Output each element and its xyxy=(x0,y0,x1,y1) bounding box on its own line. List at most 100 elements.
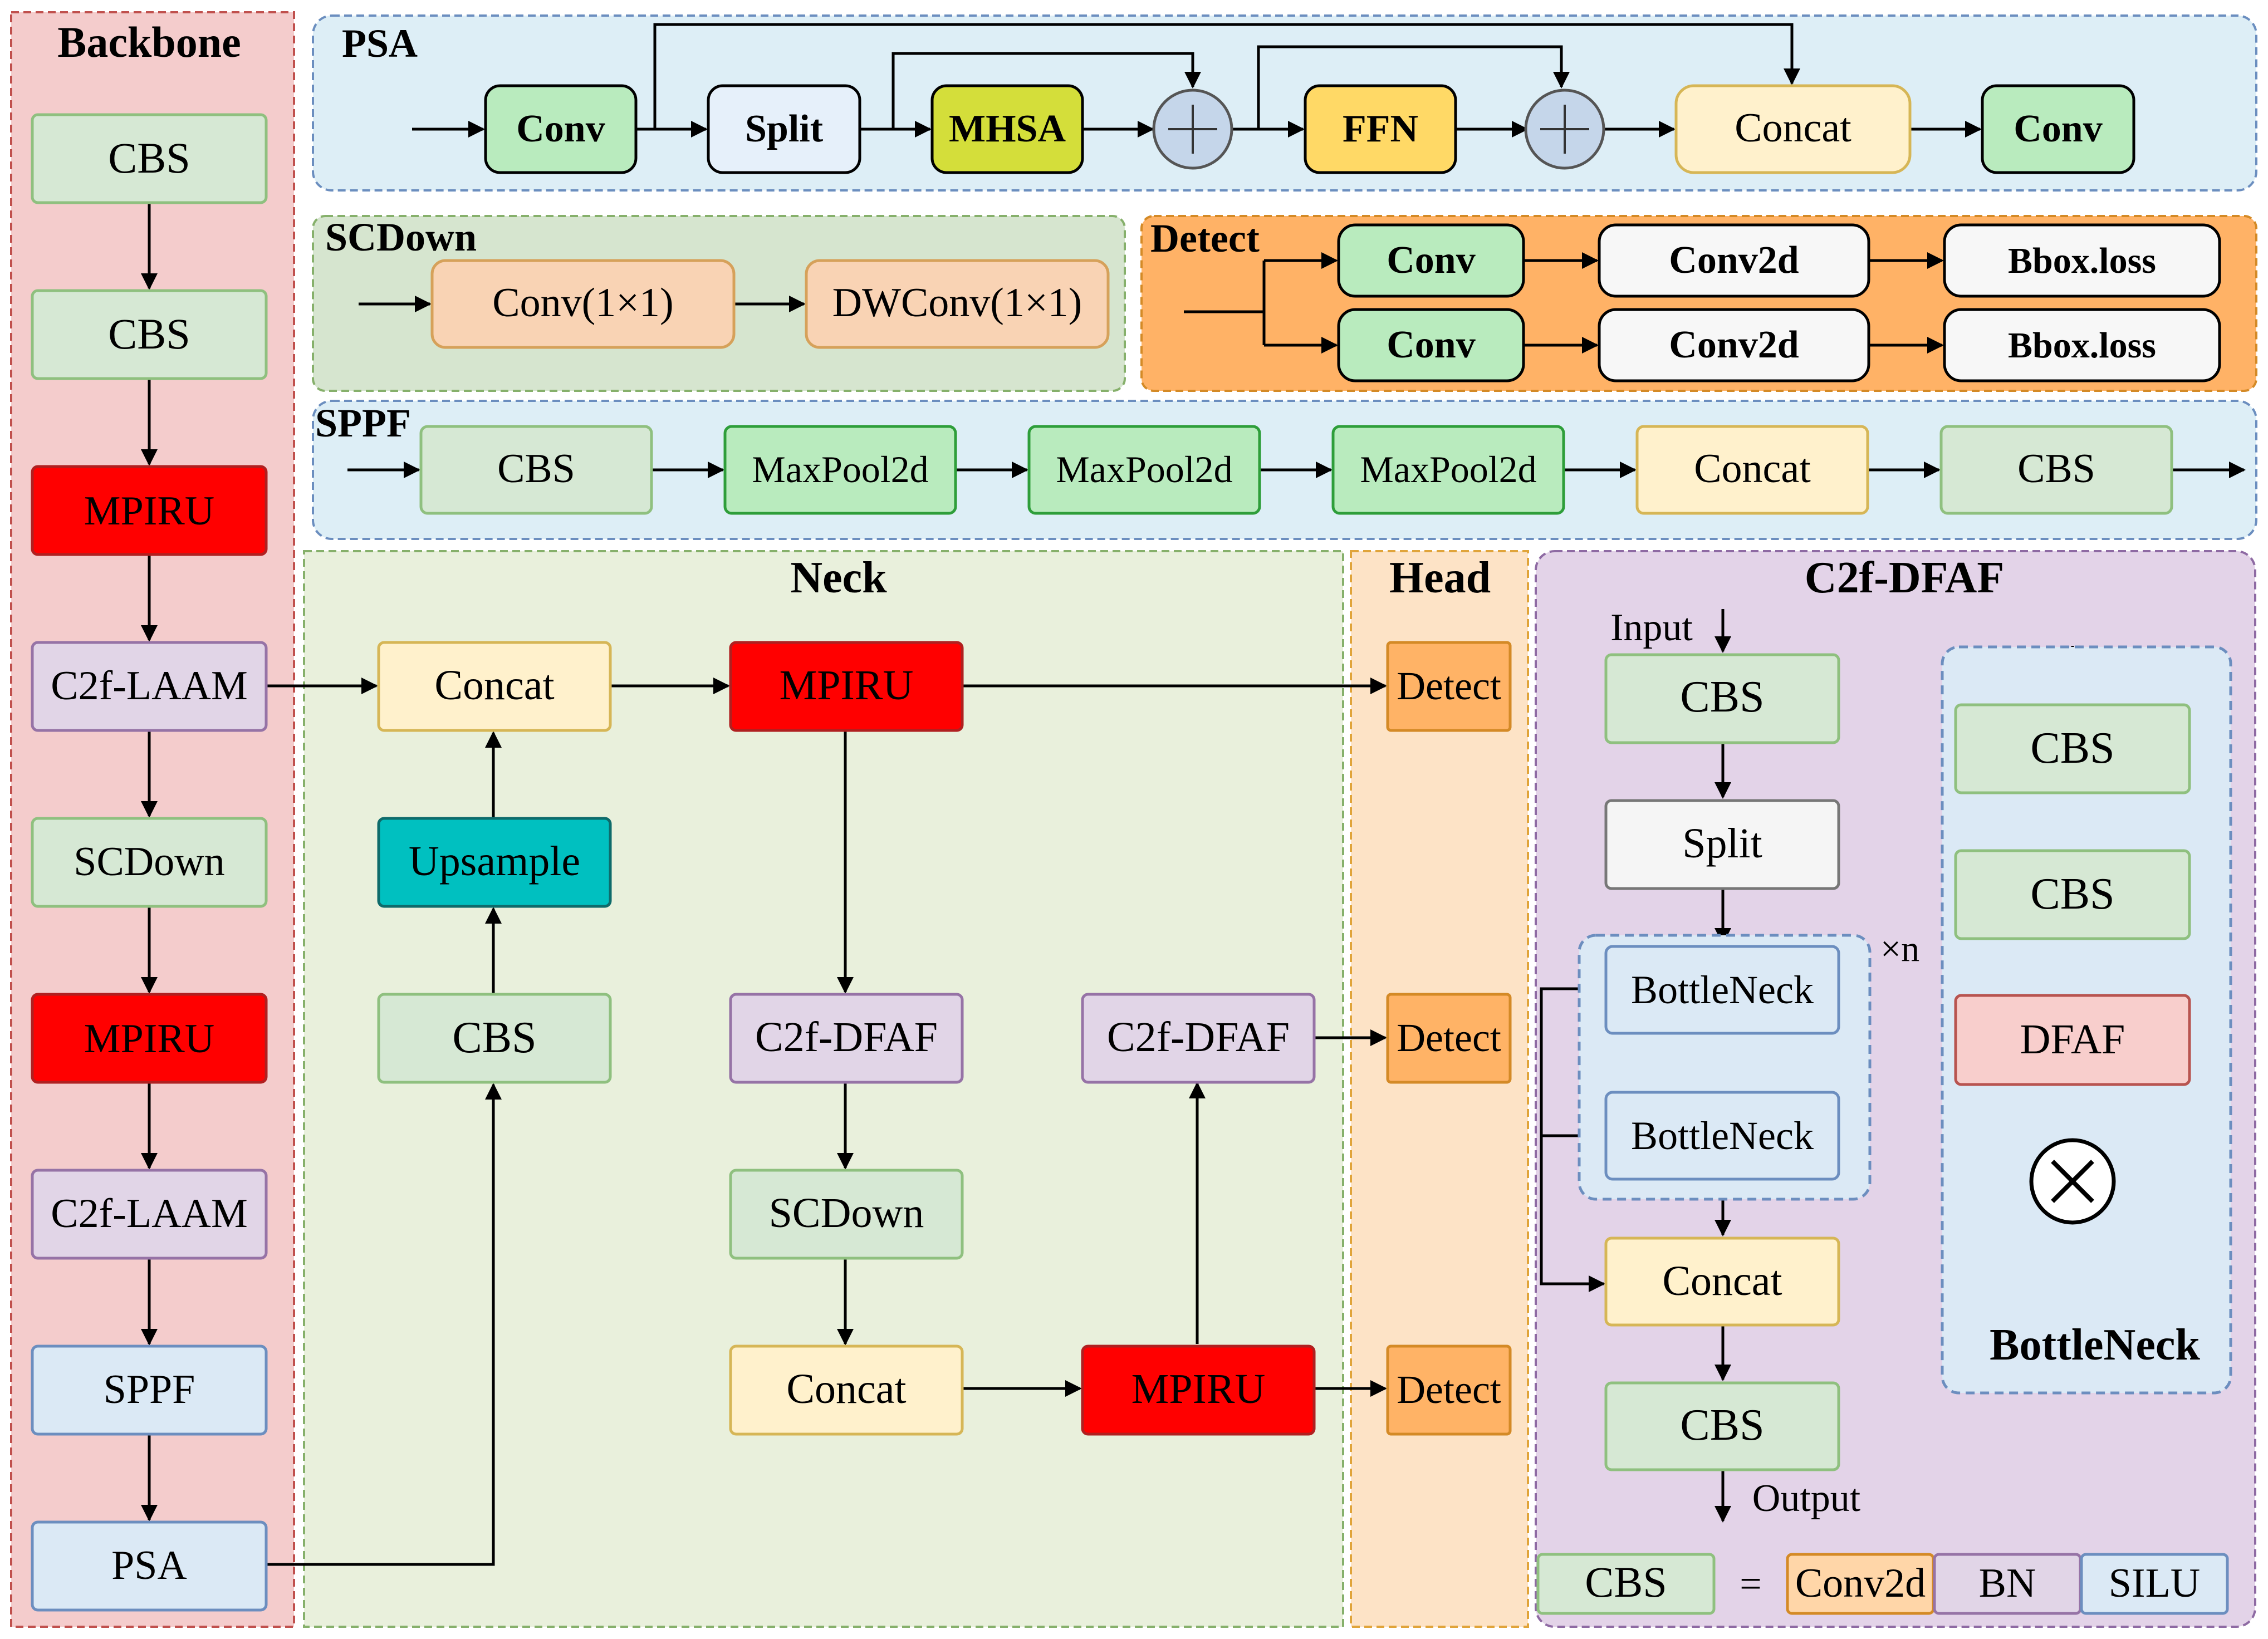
backbone-scdown xyxy=(31,817,268,908)
sppf-maxpool-1 xyxy=(723,425,957,515)
psa-title: PSA xyxy=(342,21,418,66)
sppf-concat xyxy=(1635,425,1869,515)
head-detect-3-label: Detect xyxy=(1397,1367,1501,1412)
neck-c2f-dfaf-1 xyxy=(729,993,964,1084)
detect-conv2d-2 xyxy=(1598,308,1870,382)
backbone-psa xyxy=(31,1520,268,1612)
neck-c2f-dfaf-1-label: C2f-DFAF xyxy=(755,1014,938,1061)
backbone-mpiru-1-label: MPIRU xyxy=(84,488,214,534)
bottleneck-cbs-1 xyxy=(1954,703,2191,794)
legend-cbs-label: CBS xyxy=(1585,1558,1667,1606)
detect-conv2d-1-label: Conv2d xyxy=(1669,239,1799,282)
bottleneck-cbs-1-label: CBS xyxy=(2030,724,2114,773)
neck-mpiru-2-label: MPIRU xyxy=(1131,1366,1266,1412)
c2f-bottleneck-2 xyxy=(1604,1091,1840,1181)
legend-bn-label: BN xyxy=(1979,1561,2036,1606)
psa-concat xyxy=(1674,84,1912,174)
psa-mhsa-label: MHSA xyxy=(949,107,1066,150)
legend-equals: = xyxy=(1740,1563,1761,1606)
c2f-split-label: Split xyxy=(1682,820,1762,867)
sppf-maxpool-3-label: MaxPool2d xyxy=(1360,448,1536,490)
neck-scdown xyxy=(729,1169,964,1260)
neck-c2f-dfaf-2 xyxy=(1081,993,1316,1084)
backbone-cbs-2-label: CBS xyxy=(108,310,190,358)
neck-upsample xyxy=(377,817,612,908)
psa-ffn-label: FFN xyxy=(1343,107,1418,150)
sppf-cbs-1-label: CBS xyxy=(497,446,575,492)
backbone-scdown-label: SCDown xyxy=(74,839,224,885)
backbone-c2f-laam-1-label: C2f-LAAM xyxy=(51,663,248,709)
backbone-title: Backbone xyxy=(57,18,241,66)
backbone-cbs-2 xyxy=(31,289,268,380)
neck-title: Neck xyxy=(790,553,887,602)
neck-scdown-label: SCDown xyxy=(769,1190,924,1236)
c2f-split xyxy=(1604,799,1840,890)
sppf-cbs-1 xyxy=(419,425,653,515)
psa-split-label: Split xyxy=(745,107,823,150)
neck-concat-1 xyxy=(377,641,612,732)
backbone-cbs-1 xyxy=(31,113,268,204)
c2f-concat-label: Concat xyxy=(1662,1258,1782,1304)
backbone-mpiru-2-label: MPIRU xyxy=(84,1016,214,1062)
scdown-dwconv-label: DWConv(1×1) xyxy=(832,280,1082,326)
sppf-title: SPPF xyxy=(315,401,411,445)
psa-conv-2 xyxy=(1981,84,2135,174)
neck-c2f-dfaf-2-label: C2f-DFAF xyxy=(1107,1014,1290,1061)
c2f-cbs-2-label: CBS xyxy=(1680,1401,1764,1450)
c2f-repeat-label: ×n xyxy=(1880,929,1919,969)
backbone-sppf-label: SPPF xyxy=(104,1367,195,1412)
c2f-dfaf-title: C2f-DFAF xyxy=(1805,553,2004,602)
neck-mpiru-1 xyxy=(729,641,964,732)
detect-conv-2-label: Conv xyxy=(1387,323,1475,366)
head-detect-1 xyxy=(1386,641,1512,732)
neck-mpiru-2 xyxy=(1081,1344,1316,1436)
scdown-conv xyxy=(430,259,736,349)
c2f-bottleneck-2-label: BottleNeck xyxy=(1631,1113,1814,1158)
bottleneck-dfaf xyxy=(1954,994,2191,1086)
head-detect-2-label: Detect xyxy=(1397,1015,1501,1060)
sppf-maxpool-1-label: MaxPool2d xyxy=(752,448,928,490)
sppf-maxpool-2 xyxy=(1027,425,1261,515)
c2f-bottleneck-1 xyxy=(1604,945,1840,1035)
c2f-input-label: Input xyxy=(1610,606,1693,649)
c2f-concat xyxy=(1604,1236,1840,1327)
detect-bbox-loss-2 xyxy=(1943,308,2221,382)
legend-silu-label: SILU xyxy=(2109,1561,2200,1606)
backbone-mpiru-2 xyxy=(31,993,268,1084)
neck-mpiru-1-label: MPIRU xyxy=(780,662,914,709)
bottleneck-dfaf-label: DFAF xyxy=(2020,1016,2125,1063)
head-detect-2 xyxy=(1386,993,1512,1084)
legend-silu xyxy=(2080,1553,2229,1615)
psa-conv-2-label: Conv xyxy=(2014,107,2102,150)
scdown-title: SCDown xyxy=(325,215,477,259)
detect-conv2d-1 xyxy=(1598,223,1870,298)
legend-conv2d-label: Conv2d xyxy=(1795,1561,1926,1606)
sppf-maxpool-3 xyxy=(1331,425,1565,515)
detect-conv2d-2-label: Conv2d xyxy=(1669,323,1799,366)
head-detect-1-label: Detect xyxy=(1397,664,1501,708)
backbone-cbs-1-label: CBS xyxy=(108,134,190,182)
neck-concat-2-label: Concat xyxy=(786,1366,906,1412)
c2f-cbs-2 xyxy=(1604,1381,1840,1471)
detect-title: Detect xyxy=(1150,216,1260,261)
neck-upsample-label: Upsample xyxy=(409,838,580,885)
c2f-output-label: Output xyxy=(1752,1477,1861,1520)
detect-bbox-loss-2-label: Bbox.loss xyxy=(2008,325,2156,366)
psa-ffn xyxy=(1304,84,1457,174)
backbone-c2f-laam-2 xyxy=(31,1169,268,1260)
detect-bbox-loss-1-label: Bbox.loss xyxy=(2008,241,2156,281)
sppf-cbs-2 xyxy=(1939,425,2173,515)
c2f-cbs-1 xyxy=(1604,653,1840,744)
backbone-psa-label: PSA xyxy=(111,1543,187,1588)
sppf-maxpool-2-label: MaxPool2d xyxy=(1056,448,1232,490)
sppf-concat-label: Concat xyxy=(1694,446,1811,492)
detect-conv-2 xyxy=(1337,308,1525,382)
scdown-conv-label: Conv(1×1) xyxy=(492,280,673,326)
detect-conv-1 xyxy=(1337,223,1525,298)
backbone-mpiru-1 xyxy=(31,465,268,556)
detect-bbox-loss-1 xyxy=(1943,223,2221,298)
legend-cbs xyxy=(1536,1553,1716,1615)
psa-conv-1 xyxy=(484,84,638,174)
